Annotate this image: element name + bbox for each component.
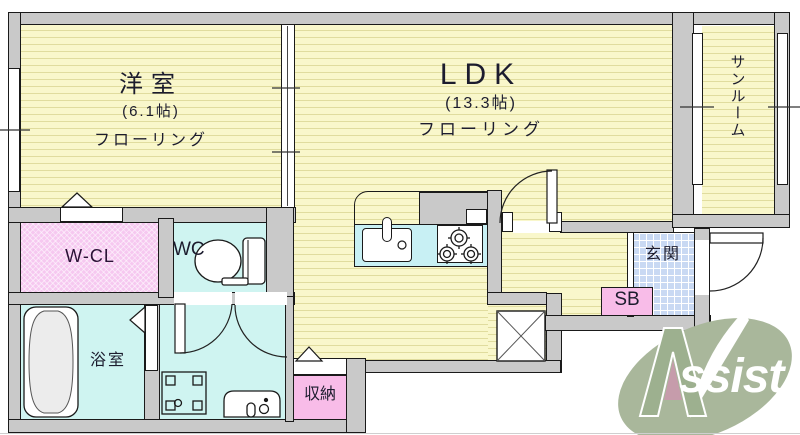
ldk-flooring: フローリング: [418, 120, 544, 139]
sunroom-floor: [702, 26, 775, 215]
fridge-nook-floor: [488, 300, 546, 362]
wall-ldk-south: [347, 360, 561, 373]
ldk-label: LDK: [439, 58, 523, 91]
logo-letter-a-counter: [664, 360, 682, 400]
ldk-floor-upper: [294, 24, 672, 223]
entrance-door-leaf: [709, 232, 764, 244]
entrance-door-opening: [695, 240, 709, 295]
kitchen-counter: [354, 191, 488, 267]
wall-fridge-top: [487, 292, 547, 305]
wc-label: WC: [173, 239, 205, 260]
wall-sunroom-south: [672, 214, 790, 228]
sliding-partition: [281, 24, 295, 208]
window-west: [8, 68, 20, 192]
storage-door-opening: [293, 358, 347, 375]
entrance-label: 玄関: [644, 246, 681, 263]
bathroom-label: 浴室: [89, 352, 126, 369]
entrance-door-arc: [709, 237, 764, 292]
ldk-door-jamb-right: [549, 212, 562, 232]
wall-hall-south: [545, 315, 711, 331]
western-room-flooring: フローリング: [93, 132, 208, 149]
walk-in-closet-label: W-CL: [65, 246, 115, 266]
wall-wc-east: [266, 207, 294, 305]
shoe-box: [601, 287, 653, 316]
shoe-box-label: SB: [614, 289, 640, 310]
wall-ldk-east: [672, 12, 694, 228]
storage-label: 収納: [303, 386, 336, 403]
hallway-floor: [159, 304, 286, 420]
bathroom-folding-door: [145, 305, 158, 371]
ldk-door-opening: [513, 221, 550, 233]
hall-floor-upper: [502, 232, 631, 295]
western-room-label: 洋室: [119, 71, 183, 98]
wall-storage-east: [346, 358, 366, 433]
storage-box: [293, 375, 347, 420]
wall-wcl-wc-divider: [158, 218, 174, 298]
page-edge-line: [0, 433, 800, 434]
wall-kitchen-east: [487, 190, 502, 304]
window-sunroom-west: [692, 33, 703, 185]
kitchen-counter-notch: [466, 209, 487, 224]
hall-door-opening: [235, 292, 287, 305]
walk-in-closet-floor: [20, 222, 159, 293]
window-sunroom-east: [777, 33, 788, 185]
wall-western-south: [8, 207, 296, 223]
logo-letter-a: [638, 327, 708, 417]
western-room-floor: [20, 24, 282, 208]
sunroom-label: サンルーム: [728, 54, 746, 139]
wcl-door-opening: [60, 207, 123, 222]
ldk-size: (13.3帖): [445, 95, 517, 112]
western-room-size: (6.1帖): [122, 103, 180, 120]
kitchen-stove: [437, 225, 483, 263]
logo-text: ssist: [679, 350, 786, 403]
kitchen-faucet: [382, 217, 392, 242]
entrance-step: [627, 232, 634, 317]
sliding-partition-track: [287, 26, 288, 206]
ldk-door-jamb-left: [502, 212, 513, 232]
wall-bottom: [8, 419, 366, 433]
wall-hall-north: [560, 221, 674, 233]
wc-door-opening: [174, 292, 232, 305]
